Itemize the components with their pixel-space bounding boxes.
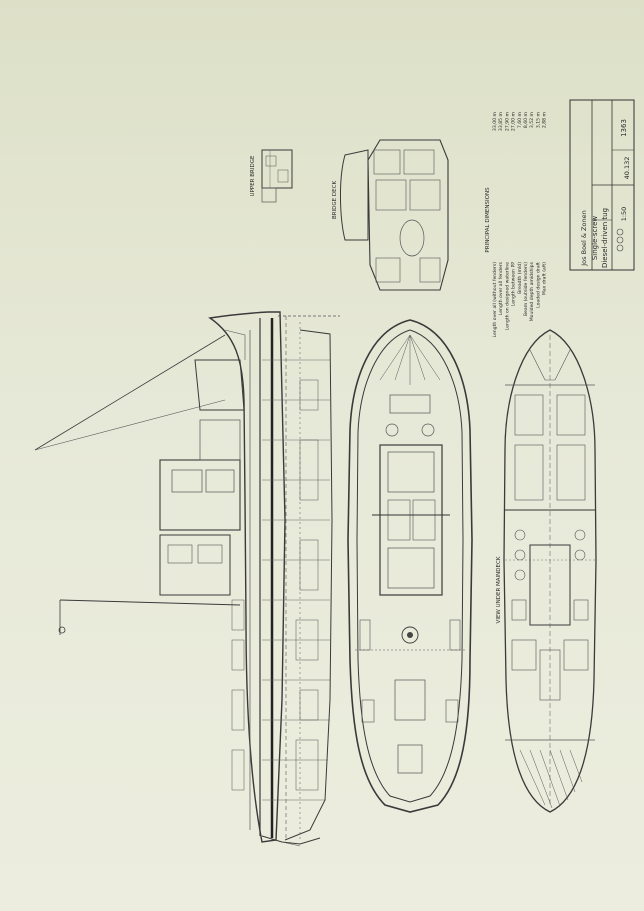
dimension-label: Length on designed waterline — [504, 262, 510, 330]
dimension-value: 27,00 m — [511, 111, 517, 131]
under-maindeck-plan — [503, 329, 597, 813]
main-deck-plan — [347, 319, 473, 813]
principal-dimensions-title: PRINCIPAL DIMENSIONS — [485, 187, 491, 253]
drawing-id: 40.132 — [623, 157, 631, 180]
upper-bridge-label: UPPER BRIDGE — [250, 155, 256, 196]
dimension-value: 33,00 m — [492, 111, 498, 131]
dimension-value: 7,60 m — [517, 111, 523, 128]
dimension-value: 3,52 m — [529, 111, 535, 128]
view-under-maindeck-label: VIEW UNDER MAINDECK — [496, 556, 502, 623]
bridge-deck-plan — [340, 139, 449, 291]
stamp-circles — [616, 228, 624, 252]
vessel-type-line2: Diesel-driven tug — [601, 208, 609, 268]
profile-view — [34, 311, 340, 847]
upper-bridge-plan — [261, 149, 293, 203]
dimension-label: Length over all fenders — [498, 261, 504, 315]
principal-dimensions: PRINCIPAL DIMENSIONS Length over all (wi… — [485, 111, 548, 337]
scale: 1:50 — [620, 207, 628, 222]
title-block: Jos Boel & Zonen Single-screw Diesel-dri… — [569, 99, 635, 271]
dimension-value: 27,90 m — [504, 111, 510, 131]
dimension-label: Loaded design draft — [535, 262, 541, 308]
dimension-label: Length over all (without fenders) — [492, 262, 498, 338]
drawing-number: 1363 — [620, 119, 628, 137]
dimension-label: Length between PP — [511, 262, 517, 306]
dimension-value: 2,88 m — [542, 111, 548, 128]
dimension-label: Beam (outside fenders) — [523, 262, 529, 316]
dimension-value: 3,15 m — [535, 111, 541, 128]
dimension-label: Breadth (mld) — [517, 262, 523, 294]
dimension-value: 33,85 m — [498, 111, 504, 131]
vessel-type-line1: Single-screw — [591, 216, 599, 261]
dimension-label: Max draft (aft) — [542, 262, 548, 295]
dimension-value: 8,60 m — [523, 111, 529, 128]
bridge-deck-label: BRIDGE DECK — [332, 181, 338, 219]
dimension-label: Moulded depth amidships — [529, 261, 535, 321]
builder-name: Jos Boel & Zonen — [580, 210, 588, 266]
